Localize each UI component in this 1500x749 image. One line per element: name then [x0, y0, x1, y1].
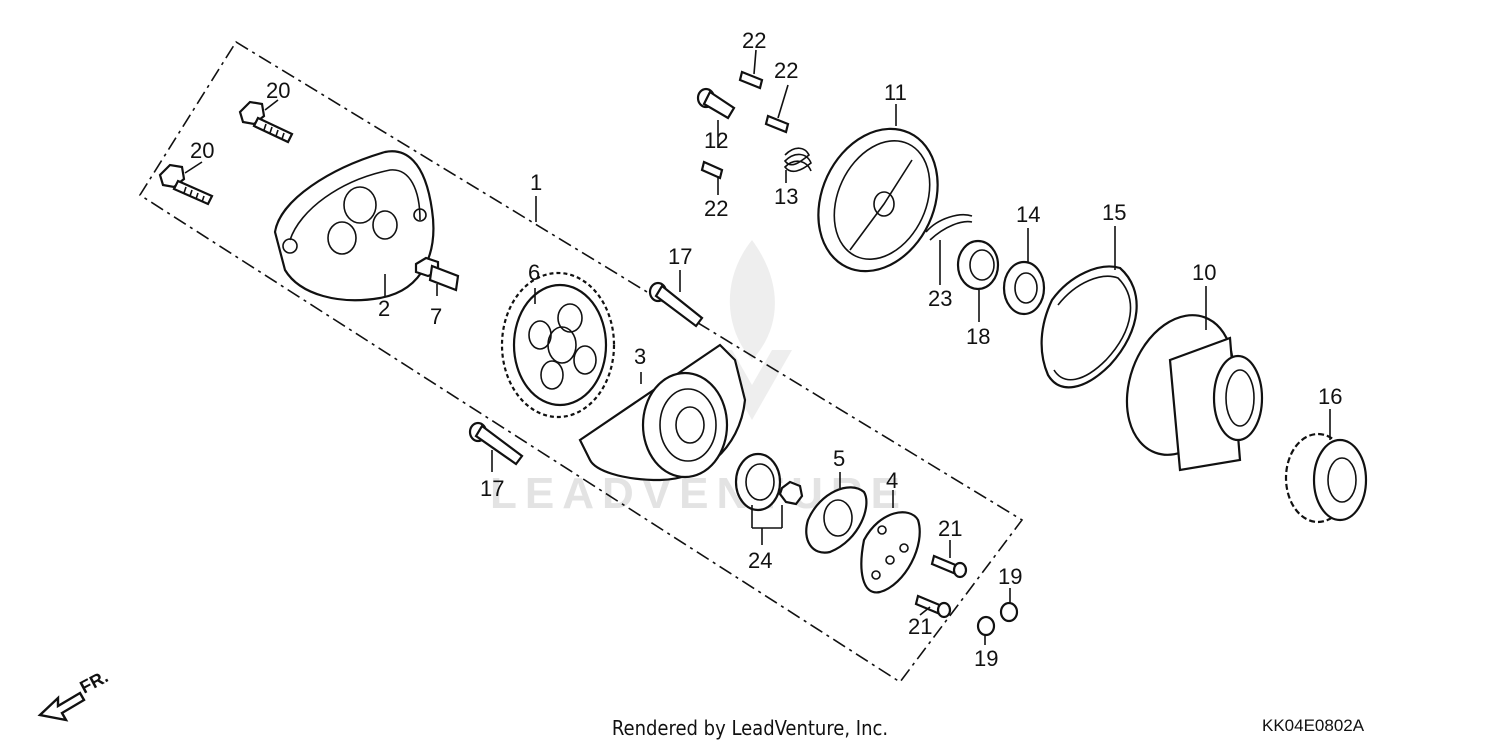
bolt-17-lower	[468, 421, 524, 466]
drive-gear-6	[500, 271, 616, 419]
label-16: 16	[1318, 384, 1342, 409]
label-15: 15	[1102, 200, 1126, 225]
label-22-low: 22	[704, 196, 728, 221]
label-4: 4	[886, 468, 898, 493]
leader-lines	[184, 49, 1331, 645]
front-arrow-icon: FR.	[37, 666, 111, 722]
label-22-top: 22	[742, 28, 766, 53]
label-2: 2	[378, 296, 390, 321]
label-17-upper: 17	[668, 244, 692, 269]
label-7: 7	[430, 304, 442, 329]
clip-19-lower	[976, 615, 996, 637]
label-11: 11	[884, 80, 907, 105]
label-14: 14	[1016, 202, 1040, 227]
label-19-lower: 19	[974, 646, 998, 671]
pump-body-3	[578, 343, 747, 482]
bolt-20-lower	[158, 163, 214, 206]
screw-21-lower	[914, 594, 952, 619]
label-23: 23	[928, 286, 952, 311]
group-outline	[138, 40, 1024, 684]
label-17-lower: 17	[480, 476, 504, 501]
label-21-lower: 21	[908, 614, 932, 639]
label-3: 3	[634, 344, 646, 369]
clip-19-upper	[999, 601, 1019, 623]
clutch-housing-10	[1125, 314, 1264, 472]
rotor-24	[734, 452, 804, 512]
label-24: 24	[748, 548, 772, 573]
gasket-15	[1040, 265, 1138, 389]
spring-clip-23	[925, 214, 973, 241]
label-10: 10	[1192, 260, 1216, 285]
label-6: 6	[528, 260, 540, 285]
collar-18	[956, 239, 1000, 291]
screw-22-top	[738, 70, 764, 90]
label-21-upper: 21	[938, 516, 962, 541]
spring-13	[783, 147, 812, 173]
bolt-17-upper	[648, 281, 704, 328]
washer-14	[1002, 260, 1046, 316]
shaft-7	[414, 256, 460, 292]
label-5: 5	[833, 446, 845, 471]
label-18: 18	[966, 324, 990, 349]
label-13: 13	[774, 184, 798, 209]
footer-credit: Rendered by LeadVenture, Inc.	[611, 716, 889, 740]
screw-22-mid	[764, 114, 790, 134]
one-way-clutch-outer-11	[817, 127, 939, 273]
screw-22-low	[700, 160, 724, 180]
label-22-mid: 22	[774, 58, 798, 83]
front-marker-label: FR.	[76, 666, 111, 697]
label-20-lower: 20	[190, 138, 214, 163]
bolt-20-upper	[238, 100, 294, 144]
diagram-code: KK04E0802A	[1262, 716, 1365, 735]
gasket-5	[805, 486, 868, 554]
pump-cover-2	[273, 150, 435, 302]
primary-gear-16	[1284, 432, 1368, 524]
pin-12	[696, 87, 736, 120]
label-19-upper: 19	[998, 564, 1022, 589]
label-12: 12	[704, 128, 728, 153]
screw-21-upper	[930, 554, 968, 579]
pump-plate-4	[860, 511, 921, 594]
label-1: 1	[530, 170, 542, 195]
label-20-upper: 20	[266, 78, 290, 103]
